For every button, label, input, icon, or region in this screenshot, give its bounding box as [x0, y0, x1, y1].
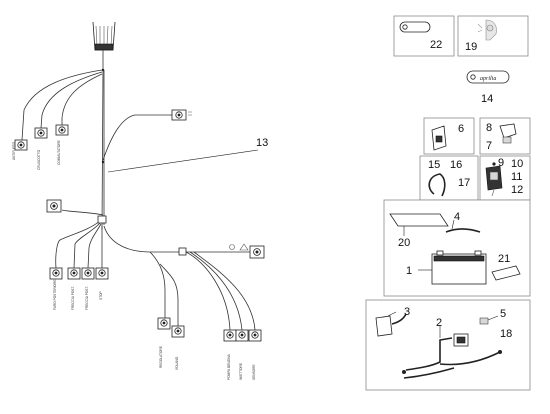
connector-lower-1: FARO POSTERIORE	[49, 267, 63, 310]
callout-7: 7	[486, 140, 492, 152]
part-14-logo-badge: aprilia 14	[466, 70, 510, 105]
junction-box	[97, 215, 107, 224]
svg-text:FARO POSTERIORE: FARO POSTERIORE	[53, 280, 57, 310]
svg-text:ANTIFURTO: ANTIFURTO	[12, 141, 16, 160]
svg-text:POMPA BENZINA: POMPA BENZINA	[227, 353, 231, 380]
panel-battery: 20 4 1 21	[383, 199, 531, 297]
svg-text:COMMUTATORE: COMMUTATORE	[57, 140, 61, 165]
connector-bottom-1: REGOLATORE	[157, 317, 171, 368]
callout-14: 14	[481, 93, 493, 105]
callout-2: 2	[436, 317, 442, 329]
svg-text:FRECCIA POST.: FRECCIA POST.	[71, 286, 75, 310]
connector-left-1: ANTIFURTO	[12, 139, 28, 160]
callout-9: 9	[498, 157, 504, 169]
svg-text:VOLANO: VOLANO	[175, 356, 179, 370]
logo-text: aprilia	[480, 76, 496, 82]
panel-cables: 3 2 5 18	[365, 299, 531, 391]
connector-left-3: COMMUTATORE	[55, 124, 69, 165]
callout-11: 11	[511, 171, 522, 183]
svg-text:REGOLATORE: REGOLATORE	[159, 346, 163, 368]
callout-3: 3	[404, 306, 410, 318]
top-connector	[92, 21, 116, 51]
panel-9-to-12: 9 10 11 12	[479, 155, 531, 201]
leader-13	[107, 149, 259, 173]
connector-left-2: CRUSCOTTO	[34, 127, 48, 170]
junction-box-2	[178, 247, 187, 256]
svg-text:INIETTORE: INIETTORE	[239, 363, 243, 380]
connector-lower-2: FRECCIA POST.	[67, 267, 81, 310]
callout-20: 20	[398, 237, 410, 249]
panel-7-8: 8 7	[479, 117, 531, 155]
connector-bottom-5: SENSORE	[248, 329, 262, 380]
callout-15: 15	[428, 159, 440, 171]
callout-17: 17	[458, 177, 470, 189]
callout-22: 22	[430, 39, 442, 51]
svg-text:SENSORE: SENSORE	[252, 364, 256, 380]
callout-18: 18	[500, 328, 512, 340]
callout-8: 8	[486, 122, 492, 134]
panel-19: 19	[457, 15, 529, 57]
main-wiring-harness	[21, 21, 256, 331]
connector-right-mid	[249, 245, 265, 259]
callout-5: 5	[500, 308, 506, 320]
panel-6: 6	[423, 117, 475, 155]
connector-right-upper	[171, 109, 192, 121]
connector-bottom-3: POMPA BENZINA	[223, 329, 237, 380]
callout-19: 19	[465, 41, 477, 53]
svg-text:FRECCIA POST.: FRECCIA POST.	[85, 286, 89, 310]
svg-text:STOP: STOP	[99, 291, 103, 300]
callout-6: 6	[458, 123, 464, 135]
callout-1: 1	[406, 265, 412, 277]
callout-13: 13	[256, 137, 268, 149]
callout-16: 16	[450, 159, 462, 171]
callout-21: 21	[498, 253, 510, 265]
callout-4: 4	[454, 211, 460, 223]
harness-connectors: ANTIFURTO CRUSCOTTO COMMUTATORE FARO POS…	[12, 109, 265, 380]
connector-lower-3: FRECCIA POST.	[81, 267, 95, 310]
connector-bottom-2: VOLANO	[171, 325, 185, 370]
connector-bottom-4: INIETTORE	[235, 329, 249, 380]
callout-10: 10	[511, 158, 523, 170]
connector-lower-4: STOP	[95, 267, 109, 300]
connector-left-mid	[46, 199, 62, 213]
panel-15-16-17: 15 16 17	[419, 155, 479, 201]
svg-text:CRUSCOTTO: CRUSCOTTO	[37, 149, 41, 170]
callout-12: 12	[511, 184, 523, 196]
panel-22: 22	[393, 15, 455, 57]
